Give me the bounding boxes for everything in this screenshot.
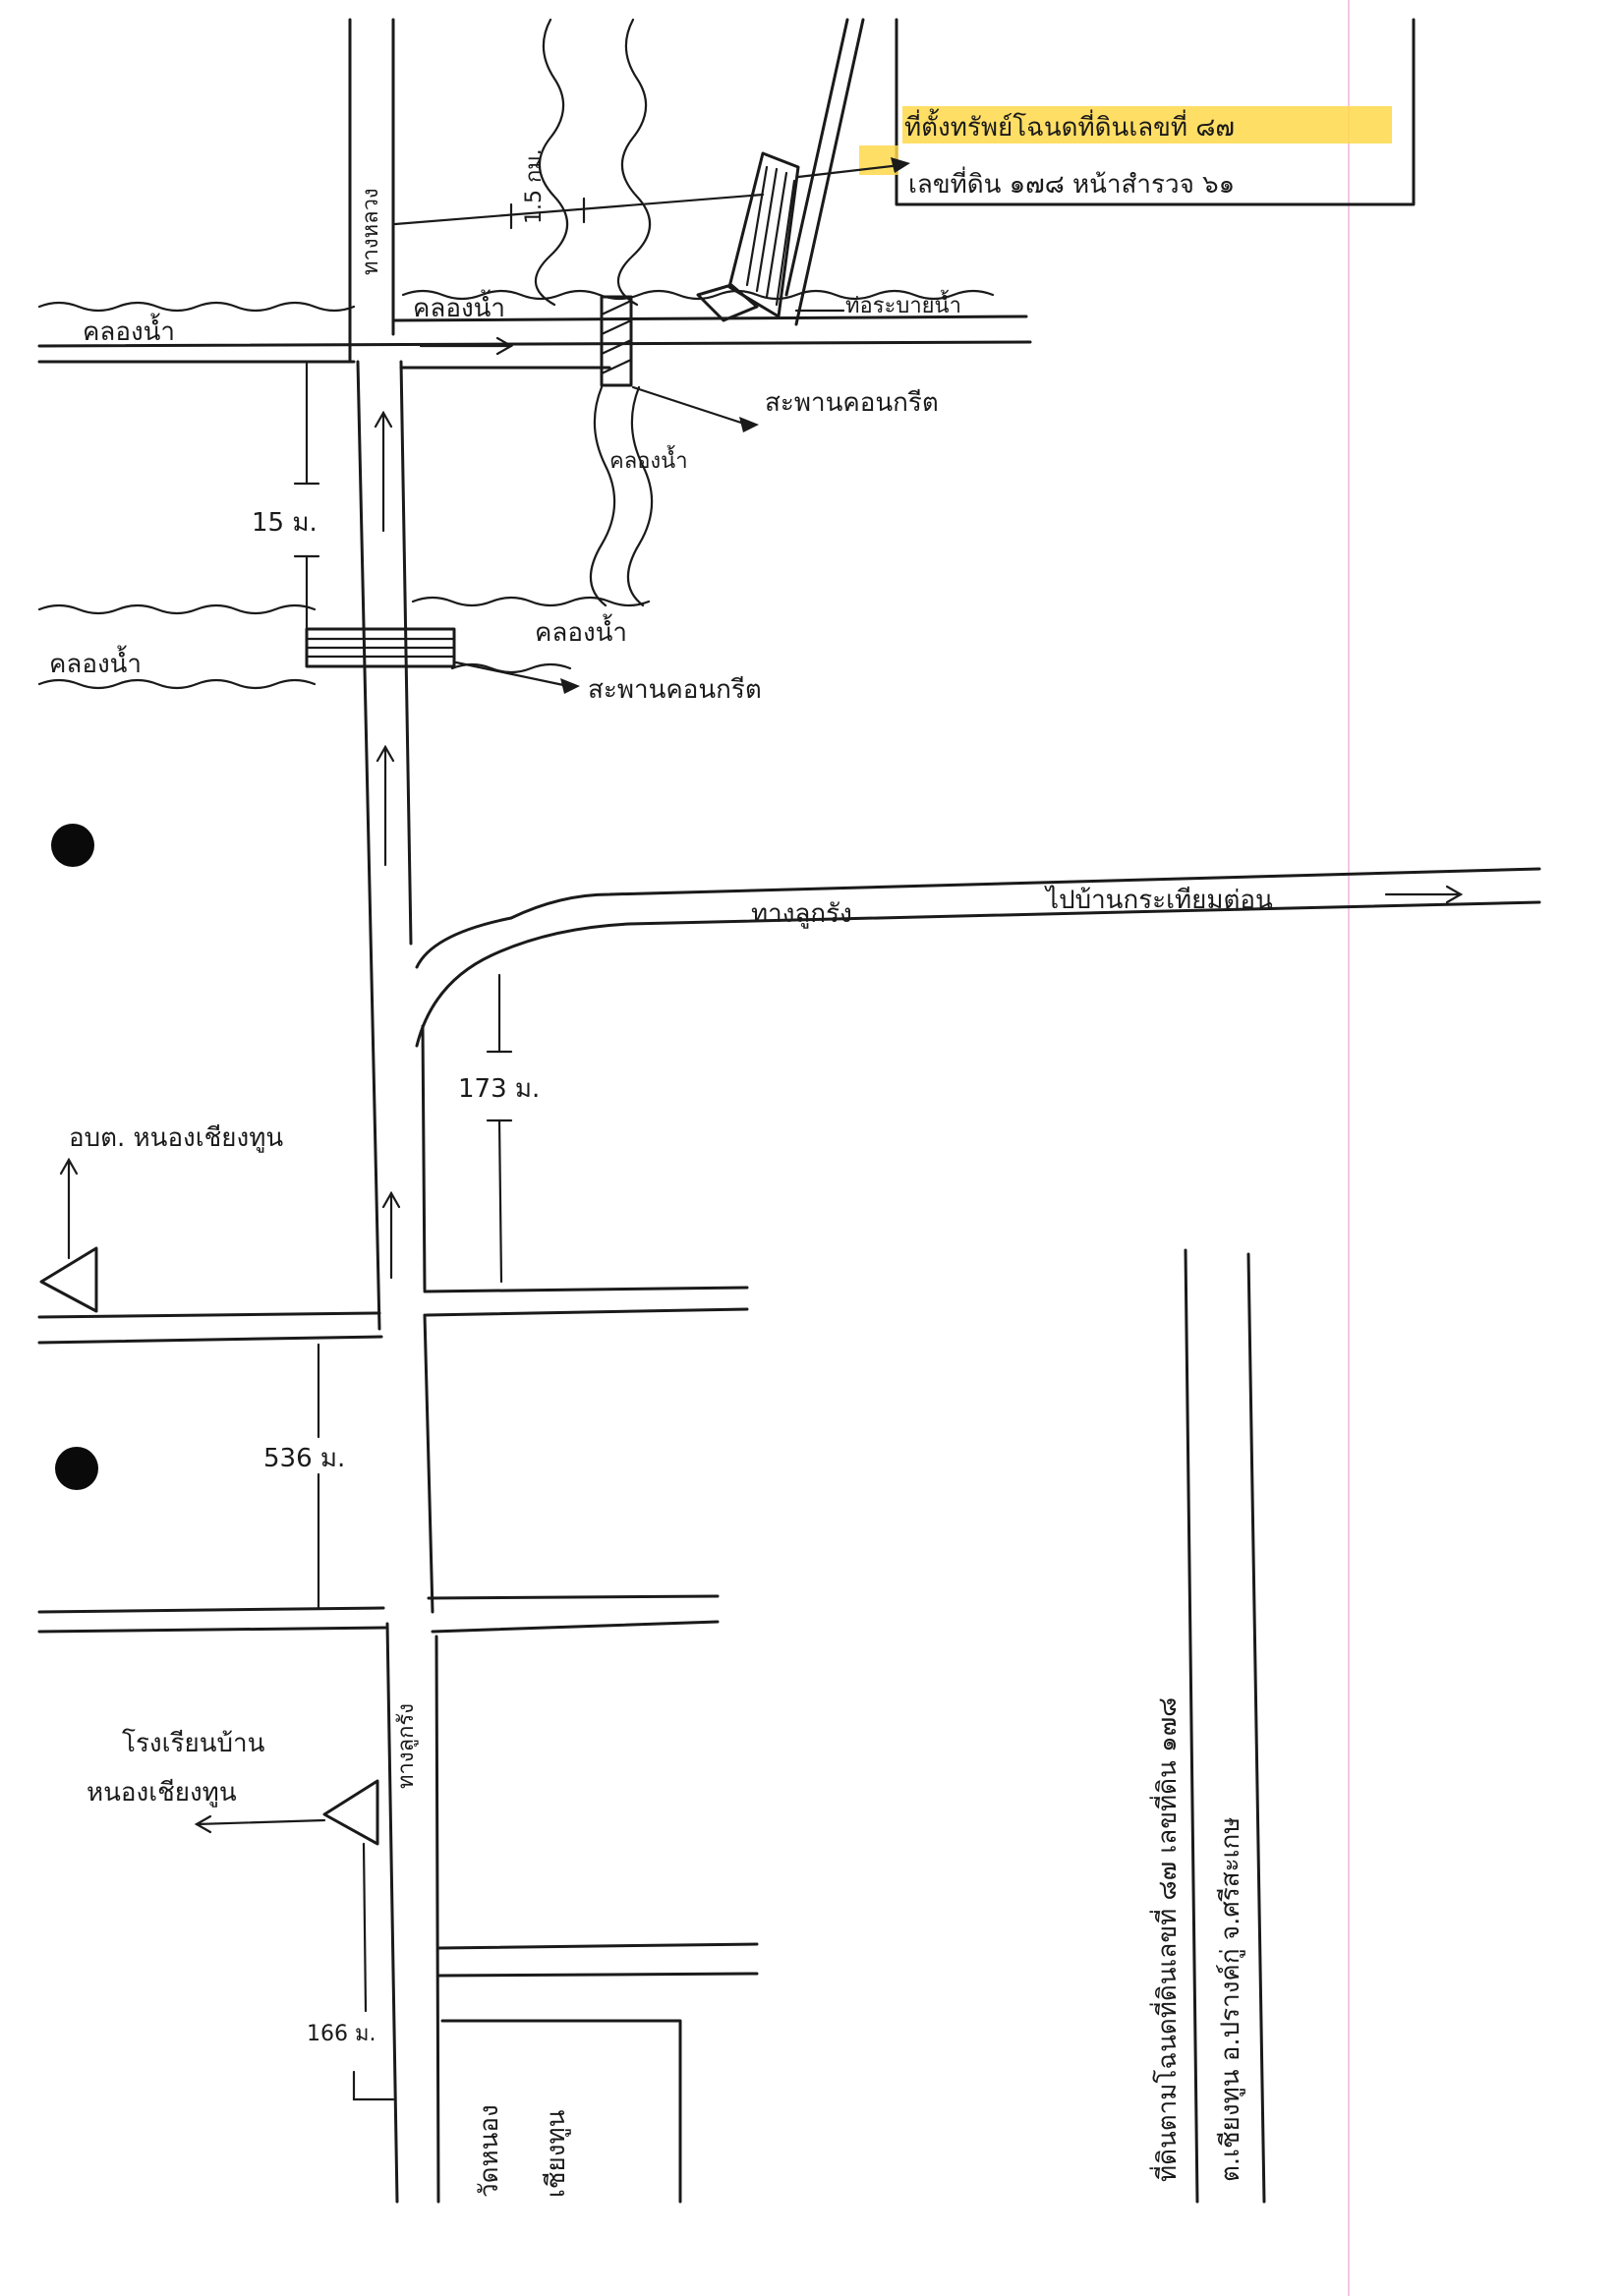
main-road-left-edge-3	[385, 1622, 399, 2204]
site-label-highlight	[902, 106, 1392, 144]
site-parcel-hatch	[745, 165, 796, 307]
east-road-north-edge	[415, 867, 1541, 969]
footer-frame-right	[1246, 1252, 1266, 2204]
main-road-right-edge-2	[399, 360, 413, 946]
cross-road-2-north-left	[37, 1606, 385, 1614]
cross-road-1-south-left	[37, 1335, 383, 1345]
distance-bridge-label: 15 ม.	[252, 508, 318, 538]
school-arrow	[194, 1814, 326, 1834]
main-road-right-edge-4	[423, 1313, 434, 1614]
health-center-arrow	[59, 1157, 79, 1260]
footer-note-line2: ต.เชียงทูน อ.ปรางค์กู่ จ.ศรีสะเกษ	[1216, 1817, 1245, 2182]
main-road-right-edge-5	[434, 1635, 440, 2204]
stream-south-east-bank	[626, 385, 654, 607]
site-label-line1: ที่ตั้งทรัพย์โฉนดที่ดินเลขที่ ๘๗	[904, 108, 1235, 143]
health-center-triangle	[39, 1246, 98, 1313]
canal-top-right-label: คลองน้ำ	[413, 289, 505, 323]
east-road-south-edge	[415, 900, 1541, 1048]
site-distance-line	[393, 193, 765, 226]
cross-road-1-south-right	[425, 1307, 749, 1317]
site-parcel	[727, 151, 800, 318]
east-road-arrow	[1384, 885, 1464, 904]
canal-mid-wave-right-bottom	[450, 662, 572, 674]
cross-road-1-north-right	[423, 1286, 749, 1293]
direction-arrows	[374, 410, 401, 1280]
school-triangle	[322, 1779, 379, 1846]
temple-label-line1: วัดหนอง	[475, 2104, 504, 2198]
dim-school-end	[352, 2070, 395, 2101]
main-road-right-edge-3	[421, 1024, 427, 1292]
bridge-mid-leader	[454, 660, 570, 688]
main-road-bottom-label: ทางลูกรัง	[394, 1703, 419, 1789]
bridge-mid-label: สะพานคอนกรีต	[588, 675, 762, 705]
canal-mid-wave-left-bottom	[37, 678, 317, 690]
bridge-top-hatch	[600, 299, 633, 375]
binder-hole-bottom	[55, 1447, 98, 1490]
distance-cross-label: 536 ม.	[263, 1444, 345, 1473]
cross-road-1-north-left	[37, 1311, 381, 1319]
dim-junction-line-bottom	[497, 1119, 503, 1284]
temple-enclosure	[440, 2019, 682, 2204]
cross-road-2-north-right	[427, 1594, 720, 1600]
canal-mid-wave-left-top	[37, 603, 317, 615]
footer-note-line1: ที่ดินตามโฉนดที่ดินเลขที่ ๘๗ เลขที่ดิน ๑…	[1149, 1697, 1183, 2182]
site-small-building	[696, 283, 759, 322]
cross-road-3-south	[436, 1972, 759, 1978]
bridge-mid-hatch	[305, 637, 456, 659]
bridge-mid-leader-arrow	[560, 678, 580, 694]
dim-school-line	[362, 1842, 368, 2013]
binder-hole-top	[51, 824, 94, 867]
distance-junction-label: 173 ม.	[458, 1074, 540, 1104]
stream-west-bank	[534, 18, 569, 307]
canal-top-wave-left	[37, 301, 356, 313]
canal-top-wave-right	[401, 289, 995, 301]
bridge-top-leader-arrow	[739, 417, 759, 432]
cross-road-2-south-right	[431, 1620, 720, 1634]
site-label-frame	[895, 18, 1416, 206]
main-road-top-label: ทางหลวง	[359, 188, 383, 275]
east-road-destination-label: ไปบ้านกระเทียมต่อน	[1044, 885, 1273, 915]
canal-top-north-edge	[391, 315, 1028, 322]
footer-frame-left	[1184, 1248, 1199, 2204]
main-road-left-edge-2	[356, 360, 381, 1331]
site-leader	[796, 163, 902, 179]
water-pipe-label: ท่อระบายน้ำ	[845, 290, 961, 318]
health-center-label: อบต. หนองเชียงทูน	[69, 1123, 283, 1153]
stream-label: คลองน้ำ	[609, 445, 688, 474]
site-side-road-east	[794, 18, 865, 326]
stream-east-bank	[616, 18, 652, 307]
east-road-label: ทางลูกรัง	[751, 899, 852, 929]
site-side-road-west	[784, 18, 849, 297]
distance-school-label: 166 ม.	[307, 2022, 376, 2046]
distance-site-label: 1.5 กม.	[522, 148, 547, 224]
canal-mid-right-label: คลองน้ำ	[535, 613, 627, 648]
canal-top-left-label: คลองน้ำ	[83, 313, 175, 347]
canal-flow-arrow	[419, 336, 514, 356]
cross-road-3-north	[436, 1942, 759, 1950]
temple-label-line2: เชียงทูน	[542, 2109, 571, 2198]
stream-south-west-bank	[589, 385, 616, 607]
cross-road-2-south-left	[37, 1626, 387, 1634]
school-label-line1: โรงเรียนบ้าน	[122, 1728, 265, 1758]
bridge-top-label: สะพานคอนกรีต	[765, 388, 939, 418]
canal-top-south-edge	[37, 340, 1032, 348]
site-leader-arrow	[891, 157, 910, 173]
canal-mid-left-label: คลองน้ำ	[49, 645, 142, 679]
canal-mid-wave-right-top	[411, 596, 651, 607]
bridge-top-leader	[631, 385, 749, 427]
site-label-line2: เลขที่ดิน ๑๗๘ หน้าสำรวจ ๖๑	[908, 166, 1235, 200]
school-label-line2: หนองเชียงทูน	[87, 1778, 237, 1808]
